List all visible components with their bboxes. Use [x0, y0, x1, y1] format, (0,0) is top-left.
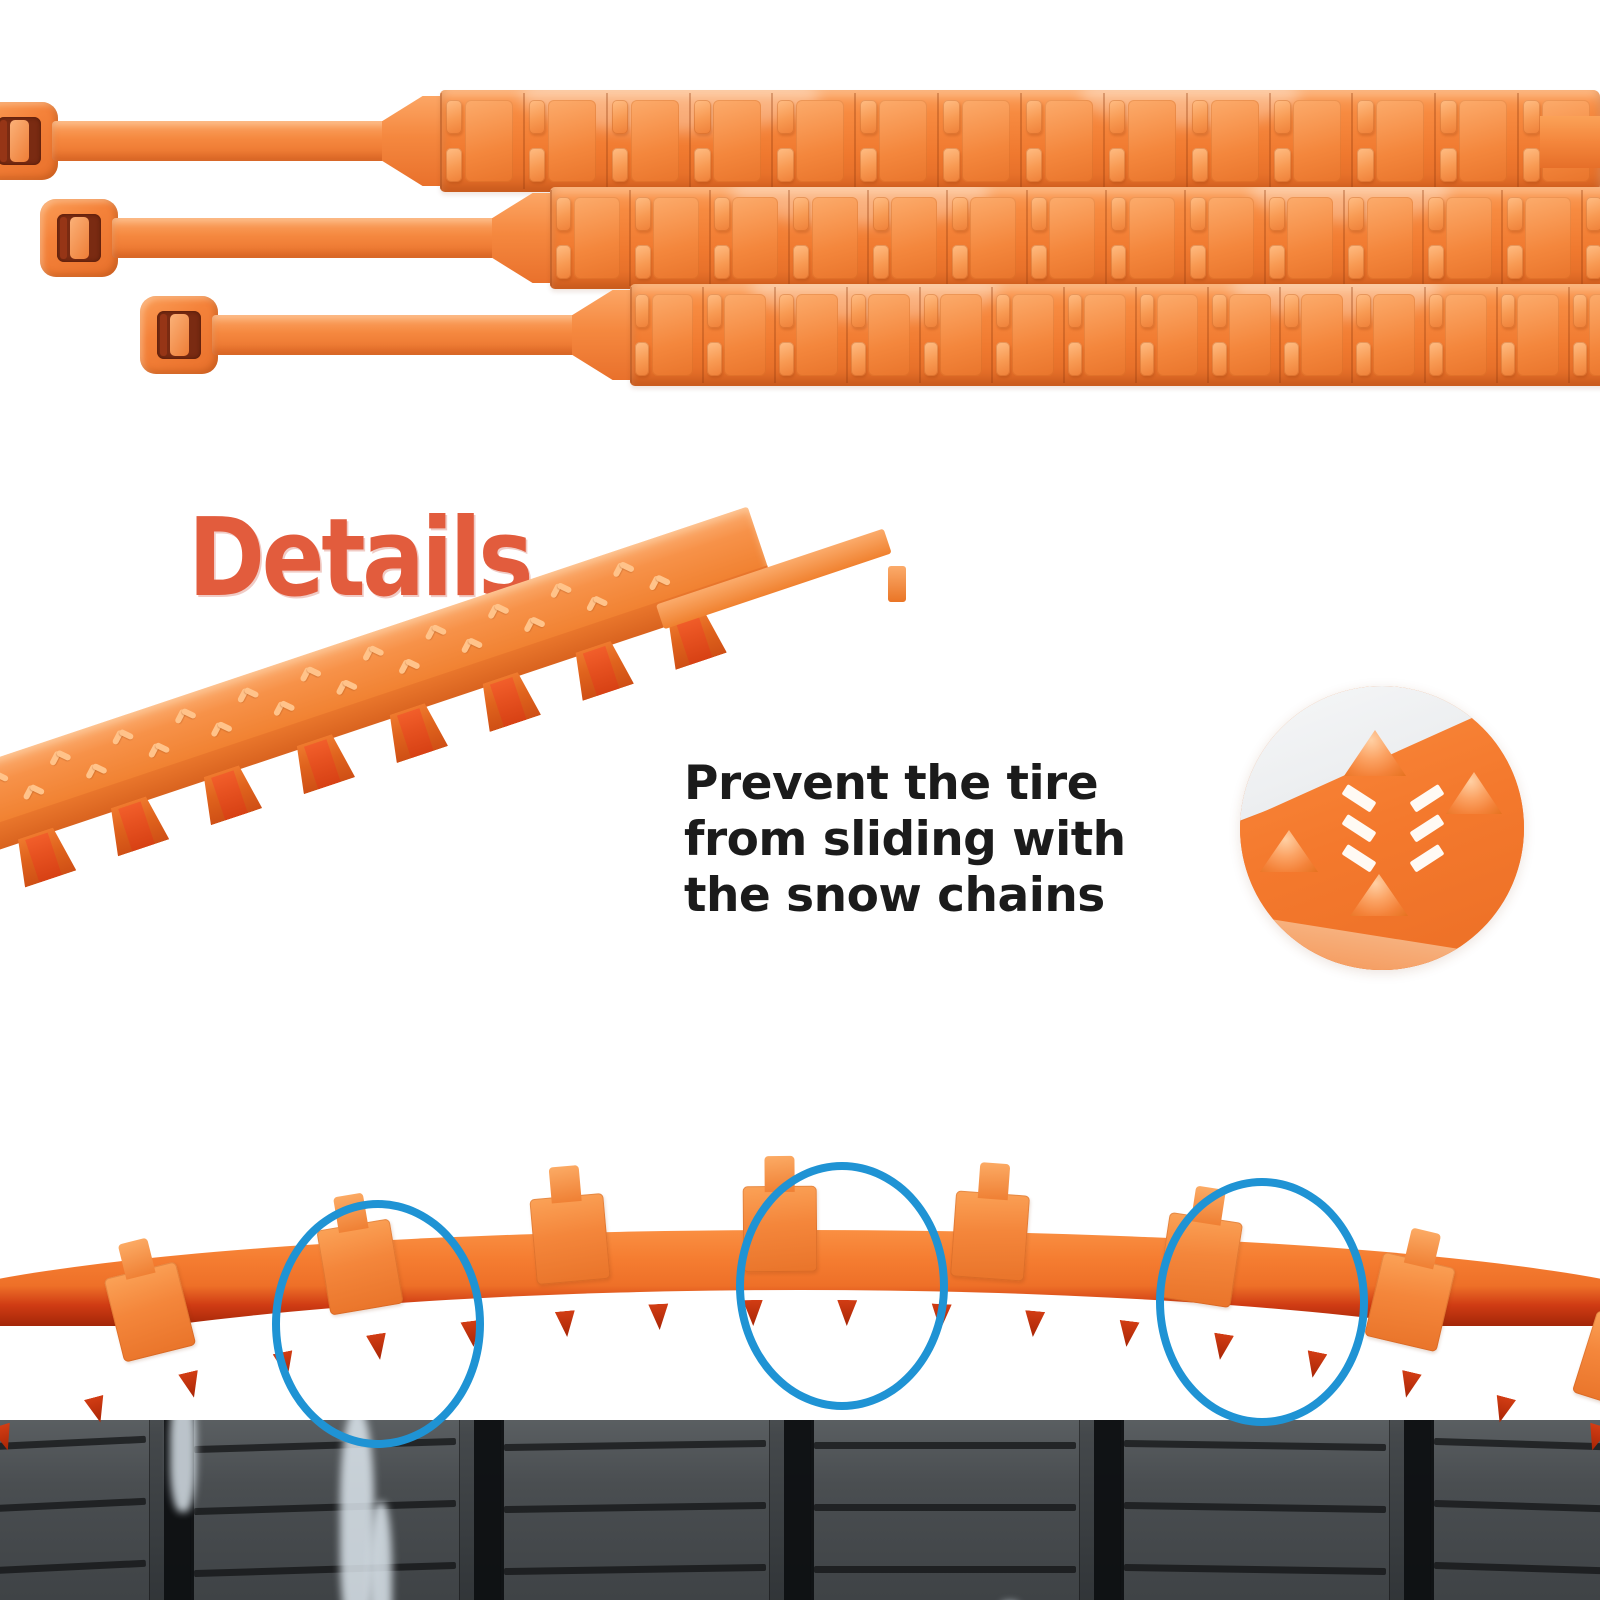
strap-band [112, 218, 514, 258]
tread-segment [1580, 187, 1600, 289]
strap-band [52, 121, 404, 161]
buckle-tongue [10, 120, 29, 162]
buckle-tongue [70, 217, 89, 259]
tread-segment [1025, 187, 1105, 289]
tire-sipe [814, 1504, 1076, 1511]
tread-segment [867, 187, 946, 289]
tire-sipe [814, 1566, 1076, 1573]
buckle-rib [0, 120, 7, 162]
tread-segment [1263, 187, 1343, 289]
strap-band [212, 315, 594, 355]
tread-segment [1423, 284, 1496, 386]
tread-segment [918, 284, 991, 386]
chain-tread-block [949, 1162, 1031, 1282]
tread-segment [1268, 90, 1352, 192]
tread-segment [708, 187, 788, 289]
tread-segment [990, 284, 1063, 386]
tread-segment [550, 187, 629, 289]
tread-segment [1351, 90, 1434, 192]
buckle-rib [60, 217, 67, 259]
tread-segment [1184, 187, 1263, 289]
buckle-head [140, 296, 218, 374]
tread-segment [787, 187, 867, 289]
strap-tread [440, 90, 1600, 192]
tread-segment [440, 90, 523, 192]
chevron-down-icon [1348, 784, 1404, 806]
tread-segment [1501, 187, 1580, 289]
strap-tread [550, 187, 1600, 289]
tread-segment [1185, 90, 1269, 192]
buckle-head [40, 199, 118, 277]
tread-segment [630, 284, 702, 386]
caption-text: Prevent the tire from sliding with the s… [684, 756, 1126, 923]
buckle-head [0, 102, 58, 180]
tire-sipe [814, 1442, 1076, 1449]
tread-segment [522, 90, 606, 192]
tread-segment [1020, 90, 1103, 192]
buckle-tongue [170, 314, 189, 356]
tread-segment [846, 284, 918, 386]
tread-segment [688, 90, 772, 192]
tread-segment [1279, 284, 1351, 386]
tire-with-chain-photo [0, 1060, 1600, 1600]
tread-segment [1105, 187, 1184, 289]
tread-segment [1567, 284, 1600, 386]
tread-segment [1135, 284, 1207, 386]
tread-segment [946, 187, 1025, 289]
highlight-ellipse-annotation [736, 1162, 948, 1410]
tread-tail [1540, 116, 1600, 168]
tread-segment [771, 90, 854, 192]
tread-segment [937, 90, 1020, 192]
top-product-photo [0, 0, 1600, 470]
tread-segment [1422, 187, 1501, 289]
tread-segment [702, 284, 774, 386]
tread-segment [1495, 284, 1568, 386]
tread-segment [774, 284, 846, 386]
tread-segment [1207, 284, 1279, 386]
highlight-ellipse-annotation [1156, 1178, 1368, 1426]
strap-tread [630, 284, 1600, 386]
tread-segment [629, 187, 708, 289]
tread-segment [1351, 284, 1423, 386]
details-heading: Details [188, 496, 533, 621]
tread-segment [1342, 187, 1422, 289]
buckle-rib [160, 314, 167, 356]
tread-segment [605, 90, 689, 192]
chain-strip-closeup [0, 506, 906, 1060]
chevron-down-icon [1348, 814, 1404, 836]
tread-segment [1062, 284, 1135, 386]
chevron-down-icon [1348, 844, 1404, 866]
magnified-surface-inset [1240, 686, 1524, 970]
tread-segment [854, 90, 937, 192]
chain-tread-block [529, 1165, 611, 1286]
tread-segment [1102, 90, 1186, 192]
tread-segment [1434, 90, 1517, 192]
tire-highlight [370, 1502, 392, 1600]
highlight-ellipse-annotation [272, 1200, 484, 1448]
